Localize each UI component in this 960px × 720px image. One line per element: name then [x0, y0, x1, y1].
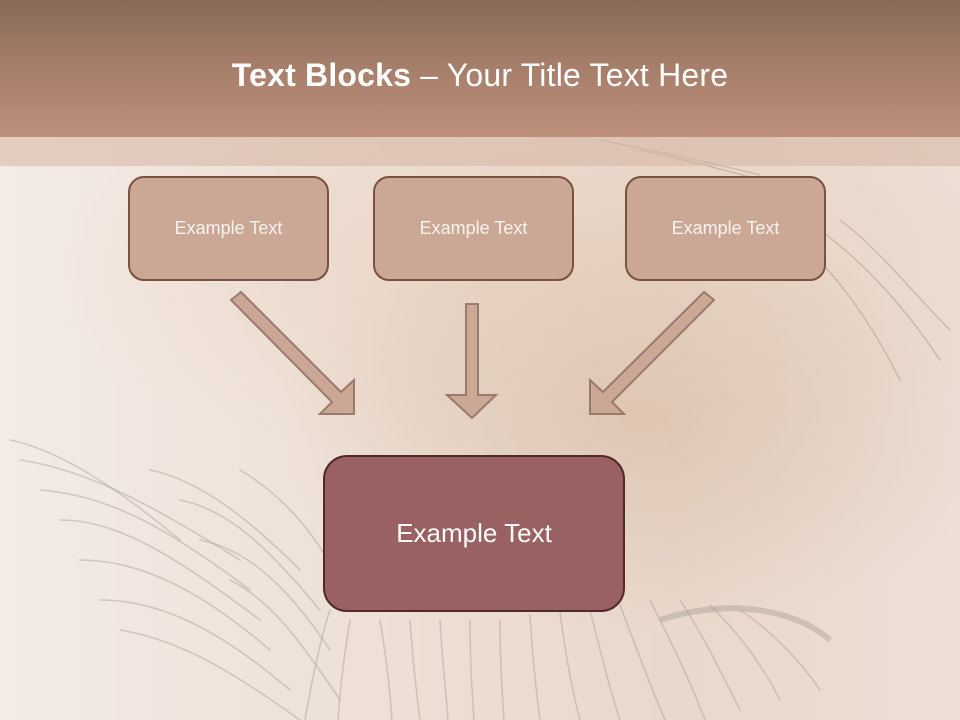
text-block-left-label: Example Text: [174, 218, 283, 238]
text-block-center-label: Example Text: [419, 218, 528, 238]
text-block-right[interactable]: Example Text: [625, 176, 826, 281]
text-block-right-label: Example Text: [671, 218, 780, 238]
text-block-main[interactable]: Example Text: [323, 455, 625, 612]
text-block-main-label: Example Text: [396, 518, 552, 548]
slide-title: Text Blocks – Your Title Text Here: [232, 57, 729, 94]
title-bar: Text Blocks – Your Title Text Here: [0, 0, 960, 137]
title-bold-part: Text Blocks: [231, 57, 412, 93]
arrow-down-left-icon: [589, 290, 716, 415]
arrow-down-right-icon: [229, 290, 355, 415]
title-underband: [0, 137, 960, 166]
title-separator: –: [411, 57, 447, 93]
text-block-left[interactable]: Example Text: [128, 176, 329, 281]
text-block-center[interactable]: Example Text: [373, 176, 574, 281]
title-rest-part: Your Title Text Here: [446, 57, 729, 93]
arrow-down-icon: [444, 303, 499, 420]
